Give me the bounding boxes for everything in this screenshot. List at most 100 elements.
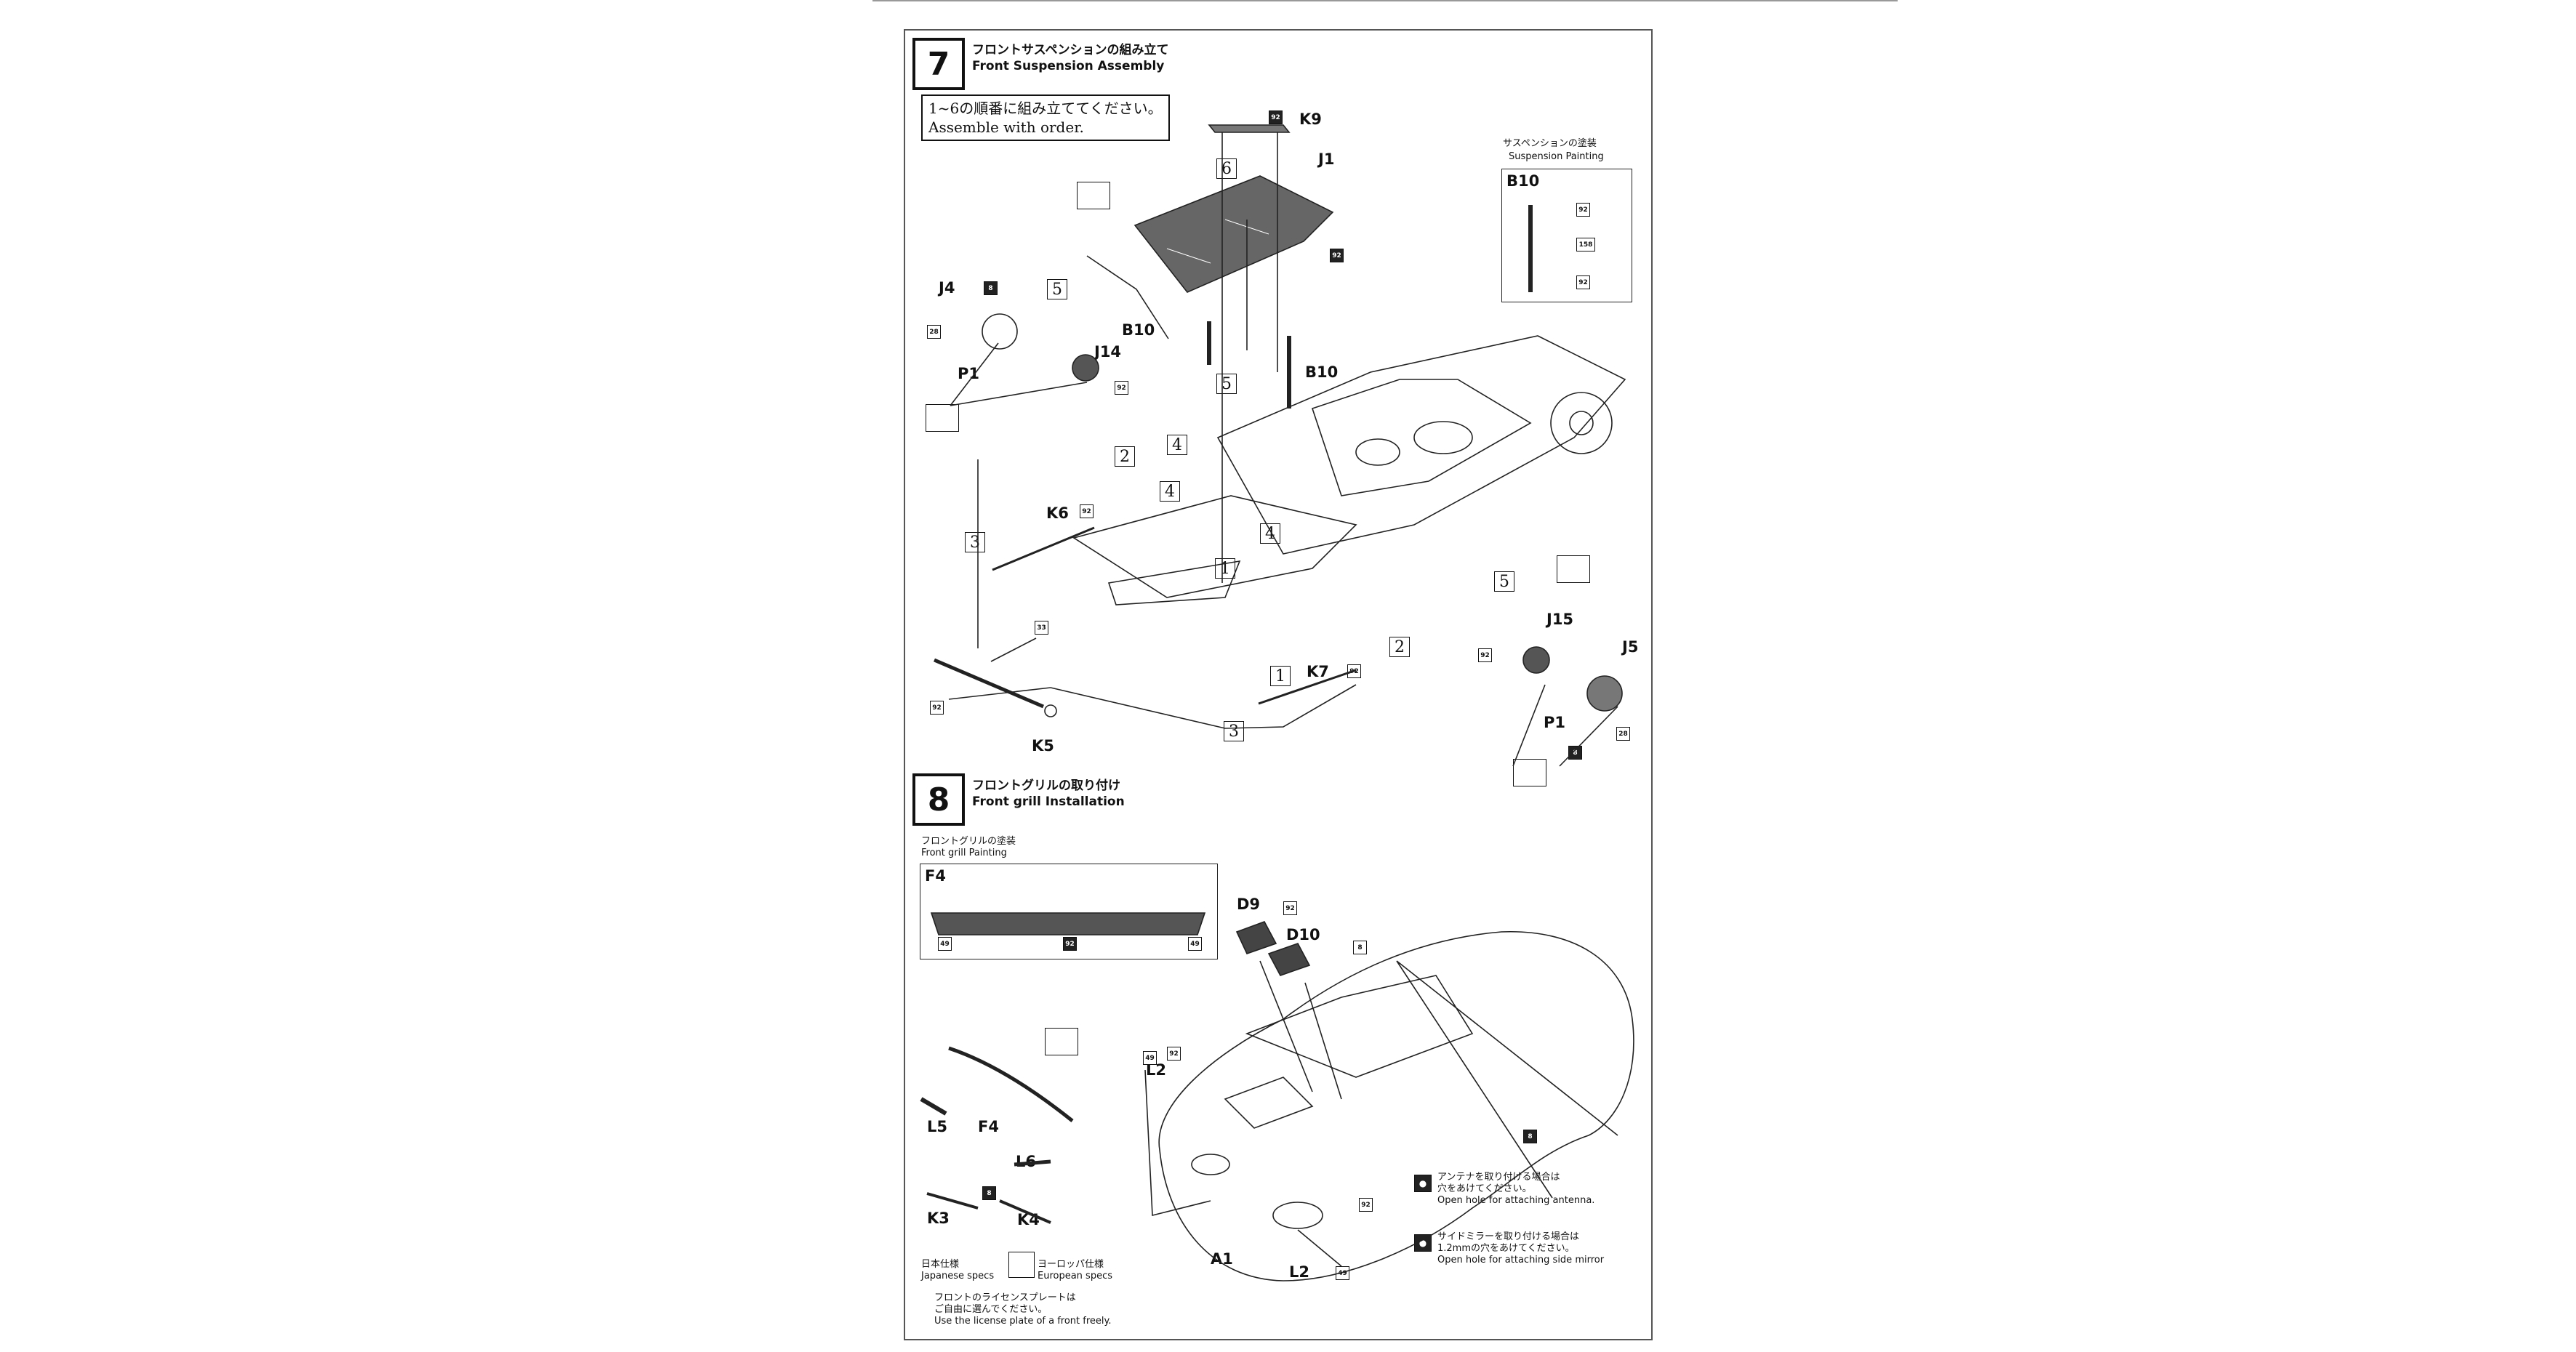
- step-8-number: 8: [912, 773, 965, 826]
- sequence-4-left: 4: [1167, 435, 1187, 455]
- grill-chip-49-left: 49: [938, 937, 952, 951]
- inset-part-b10: B10: [1506, 172, 1540, 190]
- part-label-k7: K7: [1307, 663, 1329, 680]
- european-specs-icon: [1008, 1252, 1035, 1278]
- part-label-j14: J14: [1094, 343, 1122, 361]
- sequence-5-left: 5: [1047, 279, 1067, 299]
- suspension-painting-box: B10 92 158 92: [1501, 169, 1632, 302]
- mirror-note-ja: サイドミラーを取り付ける場合は: [1437, 1231, 1580, 1242]
- assembly-order-note-en: Assemble with order.: [928, 118, 1084, 136]
- color-chip-92-bottom: 92: [1576, 275, 1590, 289]
- l5-lamp: [920, 1097, 947, 1116]
- sequence-3-right: 3: [1224, 721, 1244, 741]
- sequence-2-right: 2: [1389, 637, 1410, 657]
- step-8-title-en: Front grill Installation: [972, 794, 1125, 809]
- part-label-l2-bottom: L2: [1289, 1263, 1309, 1281]
- antenna-note-ja: アンテナを取り付ける場合は: [1437, 1172, 1560, 1183]
- chassis-frame: [1216, 335, 1626, 555]
- part-label-k6: K6: [1046, 504, 1069, 522]
- sequence-2-left: 2: [1115, 446, 1135, 467]
- chip-92-d9: 92: [1283, 901, 1297, 915]
- k9-bar: [1208, 124, 1291, 133]
- part-label-j1: J1: [1318, 150, 1335, 168]
- chip-8-j4: 8: [984, 281, 998, 295]
- drill-icon-antenna: ●: [1414, 1175, 1432, 1192]
- part-label-a1: A1: [1211, 1250, 1233, 1268]
- j1-plate: [1133, 175, 1334, 293]
- grill-painting-box: F4 49 92 49: [920, 864, 1218, 959]
- chip-92-k6: 92: [1080, 504, 1094, 518]
- chip-28-j5: 28: [1616, 727, 1630, 741]
- part-label-k9: K9: [1299, 110, 1322, 128]
- k3-plate: [926, 1192, 979, 1210]
- chip-92-k9: 92: [1269, 110, 1283, 124]
- no-cement-icon-left: [926, 404, 959, 432]
- part-label-d9: D9: [1237, 896, 1261, 913]
- sequence-6: 6: [1216, 158, 1237, 179]
- no-cement-icon-bottom: [1513, 759, 1546, 786]
- european-specs-ja: ヨーロッパ仕様: [1038, 1259, 1104, 1270]
- grill-chip-49-right: 49: [1188, 937, 1202, 951]
- inset-part-f4: F4: [925, 867, 946, 885]
- suspension-painting-title-en: Suspension Painting: [1509, 151, 1604, 162]
- grill-chip-92: 92: [1063, 937, 1077, 951]
- part-label-k5: K5: [1032, 737, 1054, 755]
- part-label-k3: K3: [927, 1210, 950, 1227]
- japanese-specs-ja: 日本仕様: [921, 1259, 960, 1270]
- j5-brake: [1586, 675, 1623, 712]
- chip-8-j5: 8: [1568, 746, 1582, 760]
- part-label-j4: J4: [939, 279, 955, 297]
- l6-lamp: [1014, 1159, 1051, 1167]
- part-label-f4: F4: [978, 1118, 999, 1135]
- d10-vent: [1267, 943, 1311, 976]
- k6-arm: [992, 526, 1095, 571]
- chip-8-body: 8: [1353, 941, 1367, 954]
- lower-frame: [1072, 495, 1357, 598]
- step-7-number: 7: [912, 38, 965, 90]
- antenna-note-ja2: 穴をあけてください。: [1437, 1183, 1532, 1194]
- grill-painting-title-en: Front grill Painting: [921, 848, 1007, 858]
- chip-49-l2-bottom: 49: [1336, 1266, 1349, 1280]
- instruction-sheet: 7 フロントサスペンションの組み立て Front Suspension Asse…: [904, 29, 1653, 1340]
- european-specs-en: European specs: [1038, 1271, 1112, 1281]
- no-cement-icon-top: [1077, 182, 1110, 209]
- license-plate-note-en: Use the license plate of a front freely.: [934, 1316, 1112, 1327]
- chip-92-j14: 92: [1115, 381, 1128, 395]
- chip-8-antenna: 8: [1523, 1130, 1537, 1143]
- chip-92-j1: 92: [1330, 249, 1344, 262]
- part-label-j15: J15: [1546, 611, 1574, 628]
- car-body-a1: [1158, 930, 1634, 1281]
- chip-92-a1: 92: [1359, 1198, 1373, 1212]
- part-label-p1-right: P1: [1544, 714, 1566, 731]
- sequence-5-right: 5: [1494, 571, 1514, 592]
- color-chip-158: 158: [1576, 238, 1595, 252]
- part-label-b10-left: B10: [1122, 321, 1155, 339]
- part-label-p1: P1: [958, 365, 980, 382]
- assembly-line-art: [920, 124, 1634, 1281]
- chip-49-l2: 49: [1143, 1051, 1157, 1065]
- page-top-rule: [872, 0, 1898, 1]
- chip-33-k5: 33: [1035, 621, 1048, 635]
- k4-plate: [999, 1199, 1051, 1224]
- step-7-title-en: Front Suspension Assembly: [972, 59, 1165, 73]
- antenna-note-en: Open hole for attaching antenna.: [1437, 1195, 1595, 1206]
- sequence-1-right: 1: [1270, 666, 1291, 686]
- assembly-order-note-ja: 1~6の順番に組み立ててください。: [928, 100, 1163, 117]
- chip-92-l2: 92: [1167, 1047, 1181, 1061]
- japanese-specs-en: Japanese specs: [921, 1271, 995, 1281]
- j4-brake: [982, 313, 1018, 350]
- chip-28-j4: 28: [927, 325, 941, 339]
- color-chip-92: 92: [1576, 203, 1590, 217]
- suspension-painting-title-ja: サスペンションの塗装: [1503, 138, 1597, 149]
- cement-icon-grill: [1045, 1028, 1078, 1055]
- license-plate-note-ja: フロントのライセンスプレートは: [934, 1292, 1076, 1303]
- sequence-5-center: 5: [1216, 374, 1237, 394]
- f4-grill: [948, 1046, 1074, 1122]
- grill-painting-title-ja: フロントグリルの塗装: [921, 836, 1016, 847]
- chip-8-k3: 8: [982, 1186, 996, 1200]
- no-cement-icon-right: [1557, 555, 1590, 583]
- part-label-j5: J5: [1622, 638, 1639, 656]
- mirror-note-en: Open hole for attaching side mirror: [1437, 1255, 1605, 1266]
- sequence-4-center: 4: [1160, 481, 1180, 502]
- grill-inset-shape: [930, 912, 1206, 935]
